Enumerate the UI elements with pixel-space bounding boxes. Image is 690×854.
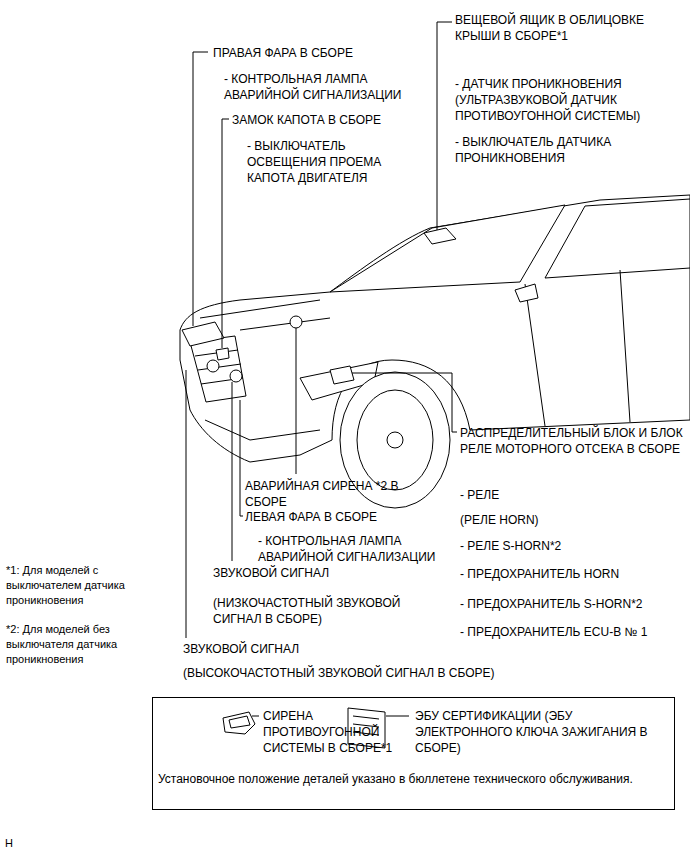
- leader-line: [296, 328, 297, 474]
- hood-crease: [200, 300, 330, 330]
- part-label: - ВЫКЛЮЧАТЕЛЬ ОСВЕЩЕНИЯ ПРОЕМА КАПОТА ДВ…: [247, 138, 407, 186]
- part-label: *1: Для моделей с выключателем датчика п…: [6, 563, 156, 608]
- mirror: [515, 284, 538, 302]
- part-label: ЗВУКОВОЙ СИГНАЛ: [183, 641, 383, 657]
- part-label: (НИЗКОЧАСТОТНЫЙ ЗВУКОВОЙ СИГНАЛ В СБОРЕ): [213, 595, 423, 627]
- part-label: - ПРЕДОХРАНИТЕЛЬ ECU-B № 1: [460, 624, 675, 640]
- hood-lock: [216, 348, 229, 360]
- part-label: АВАРИЙНАЯ СИРЕНА *2 В СБОРЕ: [245, 478, 415, 510]
- relay-block: [330, 366, 354, 384]
- part-label: ПРАВАЯ ФАРА В СБОРЕ: [213, 45, 433, 61]
- part-label: (РЕЛЕ HORN): [460, 512, 660, 528]
- side-window: [545, 199, 690, 278]
- leader-line: [186, 370, 187, 638]
- leader-line: [240, 400, 243, 516]
- part-label: - КОНТРОЛЬНАЯ ЛАМПА АВАРИЙНОЙ СИГНАЛИЗАЦ…: [224, 71, 424, 103]
- leader-line: [386, 716, 409, 717]
- note-text: Установочное положение деталей указано в…: [158, 771, 663, 787]
- legend-text: СИРЕНА ПРОТИВОУГОННОЙ СИСТЕМЫ В СБОРЕ*1: [263, 708, 413, 756]
- part-label: - ПРЕДОХРАНИТЕЛЬ S-HORN*2: [460, 596, 660, 612]
- part-label: H: [5, 836, 25, 851]
- part-label: - ПРЕДОХРАНИТЕЛЬ HORN: [460, 566, 660, 582]
- part-label: - КОНТРОЛЬНАЯ ЛАМПА АВАРИЙНОЙ СИГНАЛИЗАЦ…: [258, 533, 458, 565]
- part-label: - ВЫКЛЮЧАТЕЛЬ ДАТЧИКА ПРОНИКНОВЕНИЯ: [455, 134, 665, 166]
- part-label: ЗАМОК КАПОТА В СБОРЕ: [232, 112, 432, 128]
- wheel-rim: [357, 390, 433, 490]
- legend-box: СИРЕНА ПРОТИВОУГОННОЙ СИСТЕМЫ В СБОРЕ*1Э…: [152, 697, 675, 810]
- part-label: ВЕЩЕВОЙ ЯЩИК В ОБЛИЦОВКЕ КРЫШИ В СБОРЕ*1: [455, 12, 683, 44]
- part-label: - РЕЛЕ: [460, 487, 660, 503]
- legend-icons: [153, 698, 676, 838]
- leader-line: [193, 52, 208, 326]
- horn-high: [207, 360, 219, 372]
- leader-line: [437, 22, 452, 230]
- part-label: *2: Для моделей без выключателя датчика …: [6, 622, 156, 667]
- door-line: [525, 270, 630, 426]
- part-label: (ВЫСОКОЧАСТОТНЫЙ ЗВУКОВОЙ СИГНАЛ В СБОРЕ…: [183, 665, 603, 681]
- leader-line: [352, 373, 457, 432]
- horn-low: [230, 370, 242, 382]
- leader-line: [232, 382, 233, 561]
- part-label: ЛЕВАЯ ФАРА В СБОРЕ: [245, 509, 445, 525]
- legend-text: ЭБУ СЕРТИФИКАЦИИ (ЭБУ ЭЛЕКТРОННОГО КЛЮЧА…: [415, 708, 655, 756]
- right-headlight: [182, 322, 224, 346]
- alarm-siren: [290, 316, 302, 328]
- siren-icon: [223, 712, 255, 734]
- part-label: - ДАТЧИК ПРОНИКНОВЕНИЯ (УЛЬТРАЗВУКОВОЙ Д…: [455, 76, 683, 124]
- leader-line: [222, 119, 229, 348]
- leader-line: [252, 716, 259, 717]
- part-label: РАСПРЕДЕЛИТЕЛЬНЫЙ БЛОК И БЛОК РЕЛЕ МОТОР…: [460, 425, 686, 457]
- part-label: - РЕЛЕ S-HORN*2: [460, 538, 660, 554]
- windshield: [330, 205, 565, 292]
- wheel-hub: [387, 432, 403, 448]
- lower-bumper: [205, 420, 320, 440]
- roof-console: [424, 228, 456, 244]
- part-label: ЗВУКОВОЙ СИГНАЛ: [213, 565, 413, 581]
- grille: [190, 336, 246, 402]
